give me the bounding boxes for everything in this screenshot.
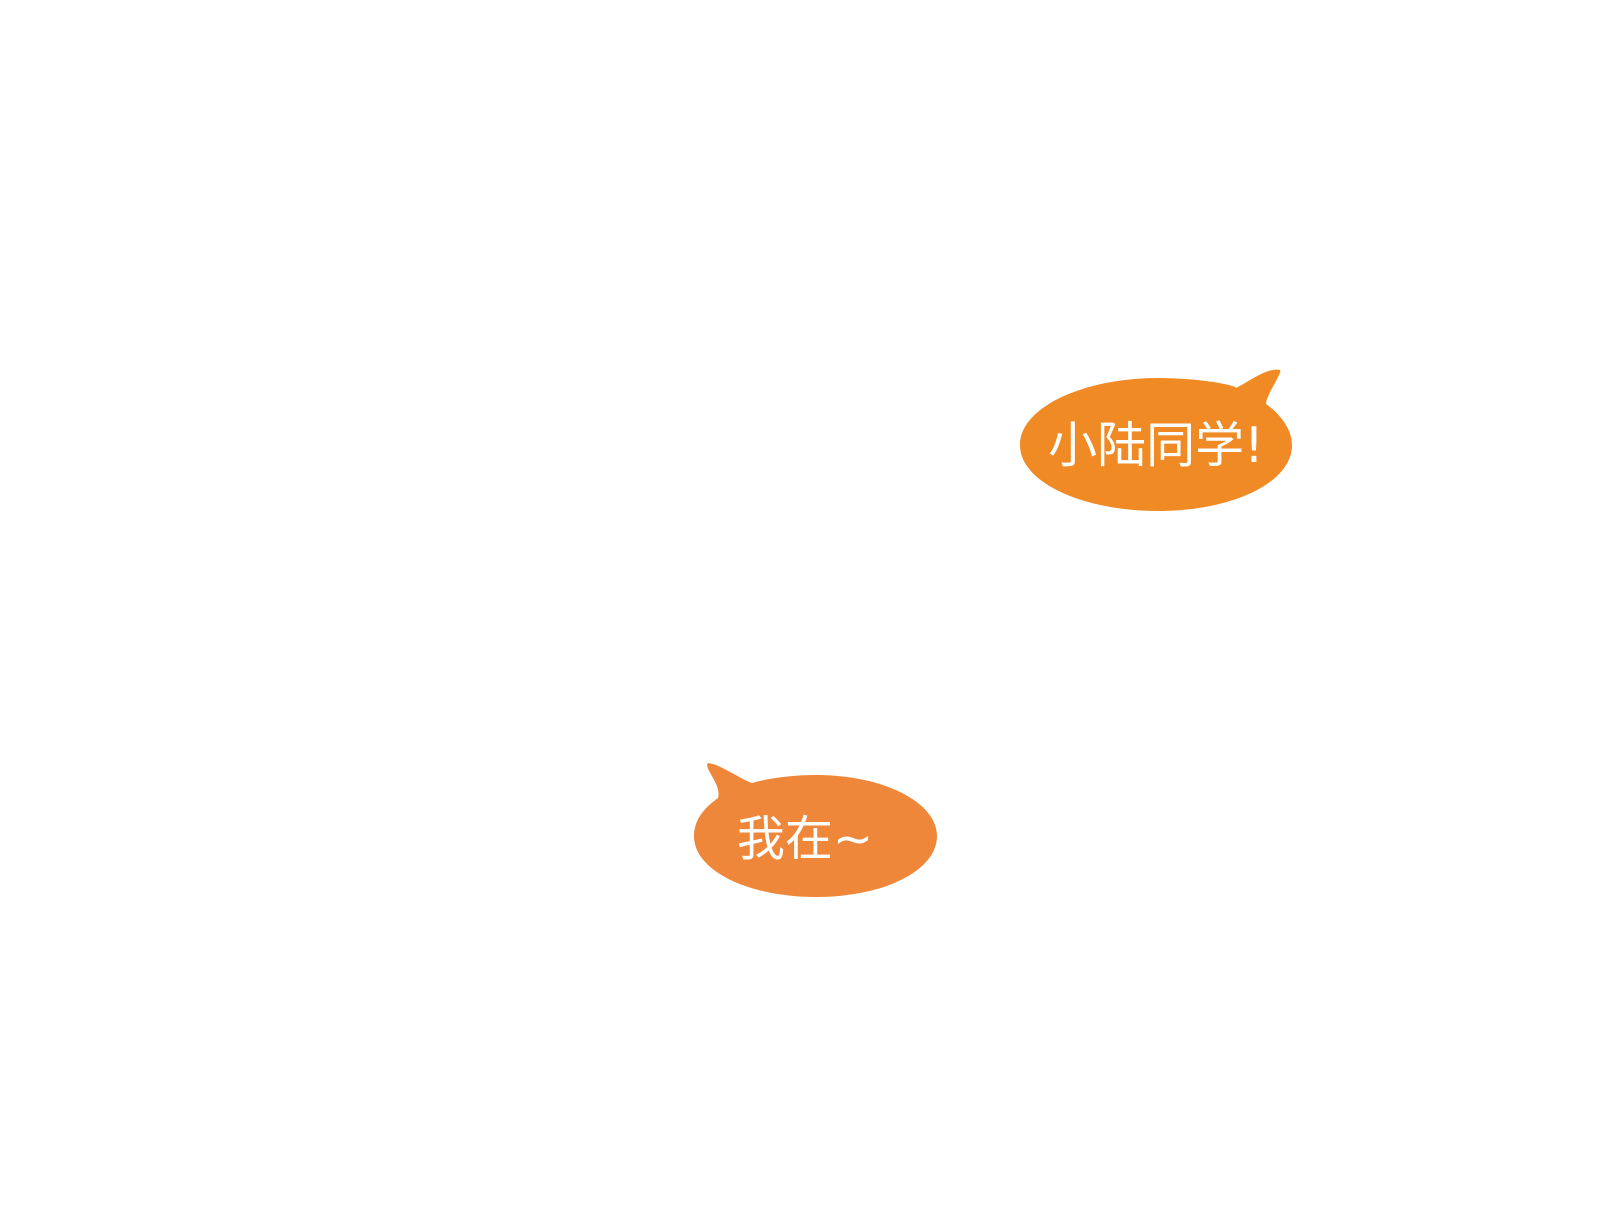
speech-bubble-bottom-shape [694,763,937,897]
speech-bubble-bottom: 我在~ [694,763,937,897]
speech-bubble-bottom-text: 我在~ [737,811,873,867]
speech-bubble-top: 小陆同学! [1020,369,1292,511]
speech-bubble-top-shape [1020,369,1292,511]
speech-bubble-top-text: 小陆同学! [1048,417,1264,474]
